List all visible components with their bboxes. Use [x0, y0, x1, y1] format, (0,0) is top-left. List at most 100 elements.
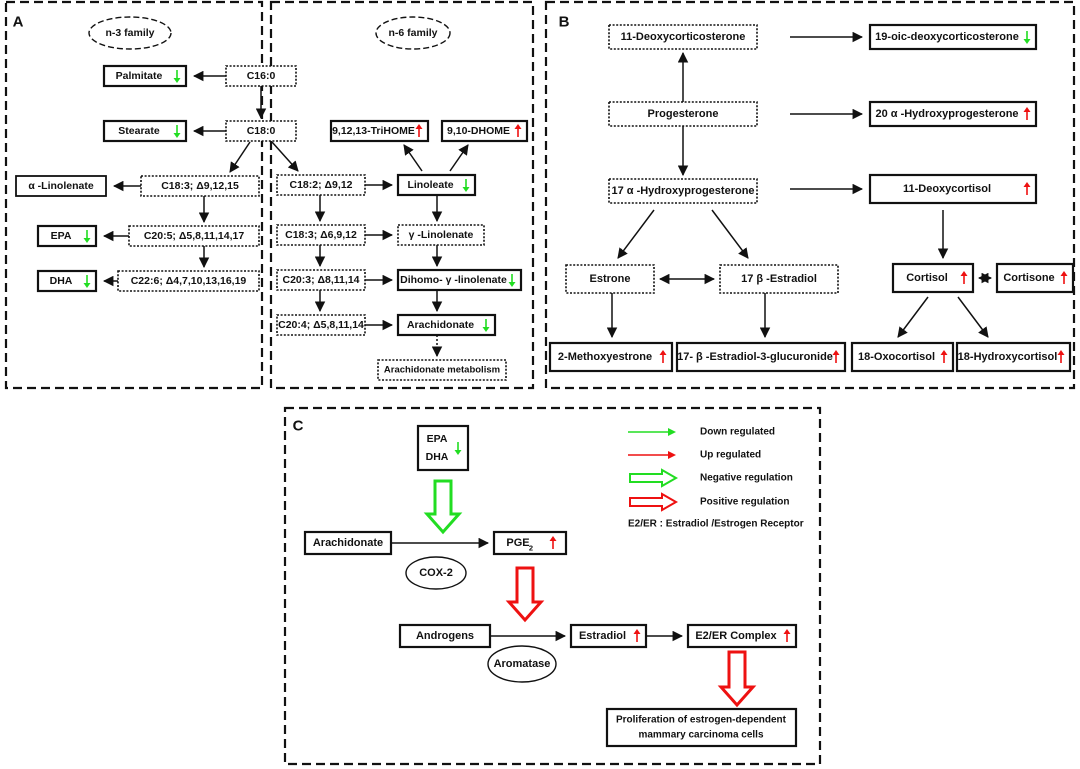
- proliferation-line1: Proliferation of estrogen-dependent: [616, 715, 787, 726]
- positive-regulation-arrow-icon: [505, 566, 545, 623]
- proliferation-line2: mammary carcinoma cells: [638, 730, 764, 741]
- c182-node: C18:2; Δ9,12: [276, 174, 366, 196]
- arrow-cortisol-hydroxycortisol: [957, 296, 989, 338]
- dha-node-label: DHA: [50, 275, 73, 287]
- androgens-node: Androgens: [398, 623, 492, 649]
- pge2-subscript: 2: [529, 544, 533, 553]
- hydroxyprogesterone-17a-node: 17 α -Hydroxyprogesterone: [608, 178, 758, 204]
- cortisone-node-label: Cortisone: [1003, 272, 1054, 284]
- panel-a-right-frame: [269, 0, 535, 390]
- pge2-label: PGE: [506, 537, 529, 549]
- estradiol-glucuronide-node-up-arrow-icon: [832, 350, 840, 363]
- deoxycortisol-node-label: 11-Deoxycortisol: [903, 183, 991, 195]
- gamma-linolenate-node-label: γ -Linolenate: [409, 229, 474, 241]
- epa-dha-down-arrow-icon: [454, 442, 462, 455]
- estrone-node: Estrone: [565, 264, 655, 294]
- panel-a-label: A: [13, 14, 24, 31]
- oic-deoxycorticosterone-node-down-arrow-icon: [1023, 31, 1031, 44]
- legend-positive-label: Positive regulation: [700, 497, 789, 508]
- arrow-linoleate-trihome: [403, 144, 423, 172]
- legend-up-label: Up regulated: [700, 450, 761, 461]
- c-estradiol-node-label: Estradiol: [579, 630, 626, 642]
- legend-negative-label: Negative regulation: [700, 473, 793, 484]
- c203-node: C20:3; Δ8,11,14: [276, 269, 366, 291]
- hydroxycortisol-node: 18-Hydroxycortisol: [955, 341, 1072, 373]
- panel-c-frame: [283, 406, 822, 766]
- oxocortisol-node-up-arrow-icon: [940, 350, 948, 363]
- dhome-node: 9,10-DHOME: [440, 119, 529, 143]
- panel-b-label: B: [559, 14, 570, 31]
- androgens-node-label: Androgens: [416, 630, 474, 642]
- arrow-17a-estrone: [617, 209, 655, 259]
- legend-e2er-definition: E2/ER : Estradiol /Estrogen Receptor: [628, 519, 804, 530]
- e2er-complex-node-up-arrow-icon: [783, 629, 791, 642]
- oic-deoxycorticosterone-node: 19-oic-deoxycorticosterone: [868, 23, 1038, 51]
- legend-down-label: Down regulated: [700, 427, 775, 438]
- arachidonate-metabolism-node-label: Arachidonate metabolism: [384, 365, 500, 376]
- alpha-linolenate-node: α -Linolenate: [15, 175, 107, 197]
- pge2-up-arrow-icon: [549, 536, 557, 549]
- deoxycortisol-node-up-arrow-icon: [1023, 182, 1031, 195]
- c-estradiol-node: Estradiol: [569, 623, 648, 649]
- cortisol-node: Cortisol: [891, 262, 975, 294]
- c16-node: C16:0: [225, 65, 297, 87]
- panel-b-frame: [544, 0, 1076, 390]
- epa-dha-epa-label: EPA: [427, 433, 448, 445]
- epa-node: EPA: [36, 224, 98, 248]
- epa-dha-dha-label: DHA: [426, 451, 449, 463]
- proliferation-node: Proliferation of estrogen-dependent mamma…: [605, 707, 798, 748]
- progesterone-node: Progesterone: [608, 101, 758, 127]
- legend-down-arrow-icon: [628, 428, 676, 436]
- stearate-node-label: Stearate: [118, 125, 160, 137]
- arachidonate-node-down-arrow-icon: [482, 319, 490, 332]
- estrone-node-label: Estrone: [590, 273, 631, 285]
- c183-n3-node: C18:3; Δ9,12,15: [140, 175, 260, 197]
- dha-node: DHA: [36, 269, 98, 293]
- linoleate-node-label: Linoleate: [407, 179, 453, 191]
- c226-node-label: C22:6; Δ4,7,10,13,16,19: [131, 275, 247, 287]
- positive-regulation-arrow-2-icon: [717, 650, 757, 708]
- dha-node-down-arrow-icon: [83, 275, 91, 288]
- oic-deoxycorticosterone-node-label: 19-oic-deoxycorticosterone: [875, 31, 1019, 43]
- trihome-node-label: 9,12,13-TriHOME: [332, 125, 415, 137]
- linoleate-node-down-arrow-icon: [462, 179, 470, 192]
- arachidonate-node-label: Arachidonate: [407, 319, 474, 331]
- c183-n6-node: C18:3; Δ6,9,12: [276, 224, 366, 246]
- legend-negative-arrow-icon: [629, 468, 679, 488]
- cortisone-node-up-arrow-icon: [1060, 271, 1068, 284]
- epa-node-down-arrow-icon: [83, 230, 91, 243]
- hydroxyprogesterone-20a-node: 20 α -Hydroxyprogesterone: [868, 100, 1038, 128]
- legend-positive-arrow-icon: [629, 492, 679, 512]
- arachidonate-metabolism-node: Arachidonate metabolism: [377, 359, 507, 381]
- methoxyestrone-node-label: 2-Methoxyestrone: [558, 351, 652, 363]
- estradiol-17b-node-label: 17 β -Estradiol: [741, 273, 817, 285]
- stearate-node-down-arrow-icon: [173, 125, 181, 138]
- cortisol-node-label: Cortisol: [906, 272, 948, 284]
- dihomo-gamma-linolenate-node-label: Dihomo- γ -linolenate: [400, 274, 507, 286]
- dihomo-gamma-linolenate-node-down-arrow-icon: [508, 274, 516, 287]
- arrow-17a-estradiol: [711, 209, 749, 259]
- c18-node-label: C18:0: [247, 125, 276, 137]
- hydroxycortisol-node-up-arrow-icon: [1057, 350, 1065, 363]
- c-arachidonate-node-label: Arachidonate: [313, 537, 383, 549]
- trihome-node-up-arrow-icon: [415, 124, 423, 137]
- alpha-linolenate-node-label: α -Linolenate: [28, 180, 94, 192]
- hydroxyprogesterone-20a-node-up-arrow-icon: [1023, 107, 1031, 120]
- c226-node: C22:6; Δ4,7,10,13,16,19: [117, 270, 260, 292]
- c183-n3-node-label: C18:3; Δ9,12,15: [161, 180, 239, 192]
- hydroxyprogesterone-17a-node-label: 17 α -Hydroxyprogesterone: [611, 185, 754, 197]
- linoleate-node: Linoleate: [396, 173, 477, 197]
- n6-family-ellipse-label: n-6 family: [388, 27, 437, 39]
- oxocortisol-node-label: 18-Oxocortisol: [858, 351, 935, 363]
- c-estradiol-node-up-arrow-icon: [633, 629, 641, 642]
- c204-node: C20:4; Δ5,8,11,14: [276, 314, 366, 336]
- dihomo-gamma-linolenate-node: Dihomo- γ -linolenate: [396, 268, 523, 292]
- c-arachidonate-node: Arachidonate: [303, 530, 393, 556]
- estradiol-glucuronide-node-label: 17- β -Estradiol-3-glucuronide: [677, 351, 833, 363]
- c205-node-label: C20:5; Δ5,8,11,14,17: [144, 230, 245, 242]
- legend-up-arrow-icon: [628, 451, 676, 459]
- stearate-node: Stearate: [102, 119, 188, 143]
- n6-family-ellipse: n-6 family: [375, 16, 451, 50]
